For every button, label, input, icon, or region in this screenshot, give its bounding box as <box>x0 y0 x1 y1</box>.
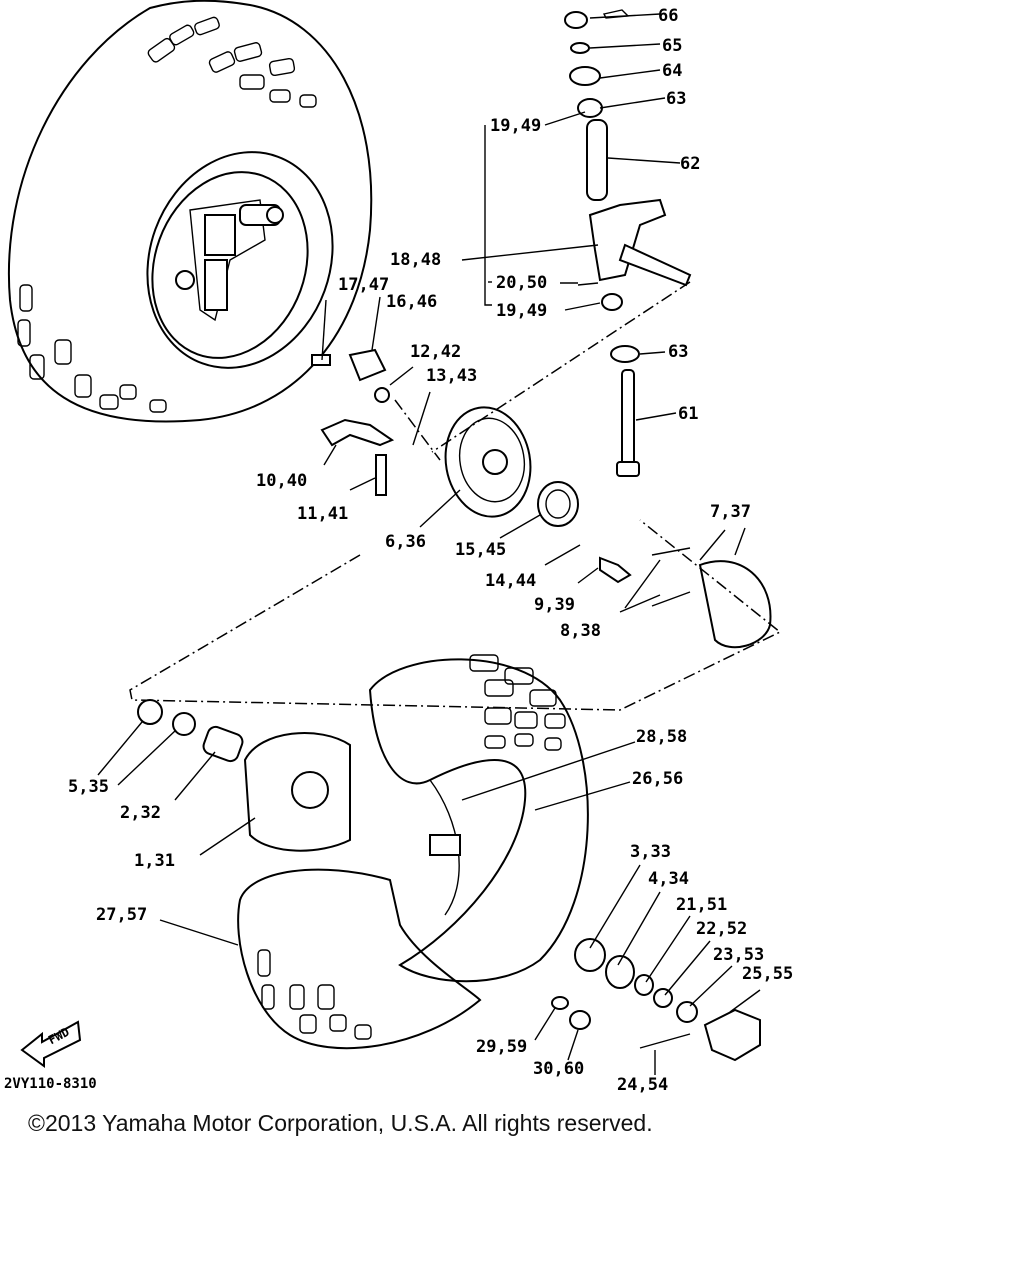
fwd-arrow-icon <box>20 1020 82 1068</box>
parts-diagram <box>7 0 782 1075</box>
assembled-wheel-illustration <box>7 0 373 423</box>
callout-21-51: 21,51 <box>676 895 728 915</box>
callout-8-38: 8,38 <box>560 621 601 641</box>
leader-lines <box>97 13 761 1075</box>
drawing-code: 2VY110-8310 <box>4 1076 97 1092</box>
callout-6-36: 6,36 <box>385 532 426 552</box>
callout-27-57: 27,57 <box>96 905 148 925</box>
callout-14-44: 14,44 <box>485 571 537 591</box>
callout-22-52: 22,52 <box>696 919 748 939</box>
callout-9-39: 9,39 <box>534 595 575 615</box>
callout-17-47: 17,47 <box>338 275 390 295</box>
callout-16-46: 16,46 <box>386 292 438 312</box>
callout-7-37: 7,37 <box>710 502 751 522</box>
callout-1-31: 1,31 <box>134 851 175 871</box>
callout-3-33: 3,33 <box>630 842 671 862</box>
callout-4-34: 4,34 <box>648 869 689 889</box>
callout-63-lower: 63 <box>668 342 689 362</box>
callout-66: 66 <box>658 6 679 26</box>
axle-hardware-illustration <box>551 938 761 1062</box>
callout-18-48: 18,48 <box>390 250 442 270</box>
callout-23-53: 23,53 <box>713 945 765 965</box>
callout-12-42: 12,42 <box>410 342 462 362</box>
callout-29-59: 29,59 <box>476 1037 528 1057</box>
exploded-wheel-illustration <box>137 654 589 1050</box>
callout-65: 65 <box>662 36 683 56</box>
callout-61: 61 <box>678 404 699 424</box>
callout-28-58: 28,58 <box>636 727 688 747</box>
callout-11-41: 11,41 <box>297 504 349 524</box>
callout-5-35: 5,35 <box>68 777 109 797</box>
callout-62: 62 <box>680 154 701 174</box>
knuckle-stack-illustration <box>564 9 692 477</box>
callout-13-43: 13,43 <box>426 366 478 386</box>
callout-25-55: 25,55 <box>742 964 794 984</box>
callout-20-50: 20,50 <box>496 273 548 293</box>
callout-30-60: 30,60 <box>533 1059 585 1079</box>
callout-64: 64 <box>662 61 683 81</box>
callout-19-49-bottom: 19,49 <box>496 301 548 321</box>
callout-26-56: 26,56 <box>632 769 684 789</box>
callout-63-top: 63 <box>666 89 687 109</box>
brake-drum-illustration <box>311 348 772 649</box>
copyright-notice: ©2013 Yamaha Motor Corporation, U.S.A. A… <box>28 1110 653 1136</box>
callout-2-32: 2,32 <box>120 803 161 823</box>
callout-15-45: 15,45 <box>455 540 507 560</box>
callout-19-49-top: 19,49 <box>490 116 542 136</box>
callout-10-40: 10,40 <box>256 471 308 491</box>
callout-24-54: 24,54 <box>617 1075 669 1095</box>
